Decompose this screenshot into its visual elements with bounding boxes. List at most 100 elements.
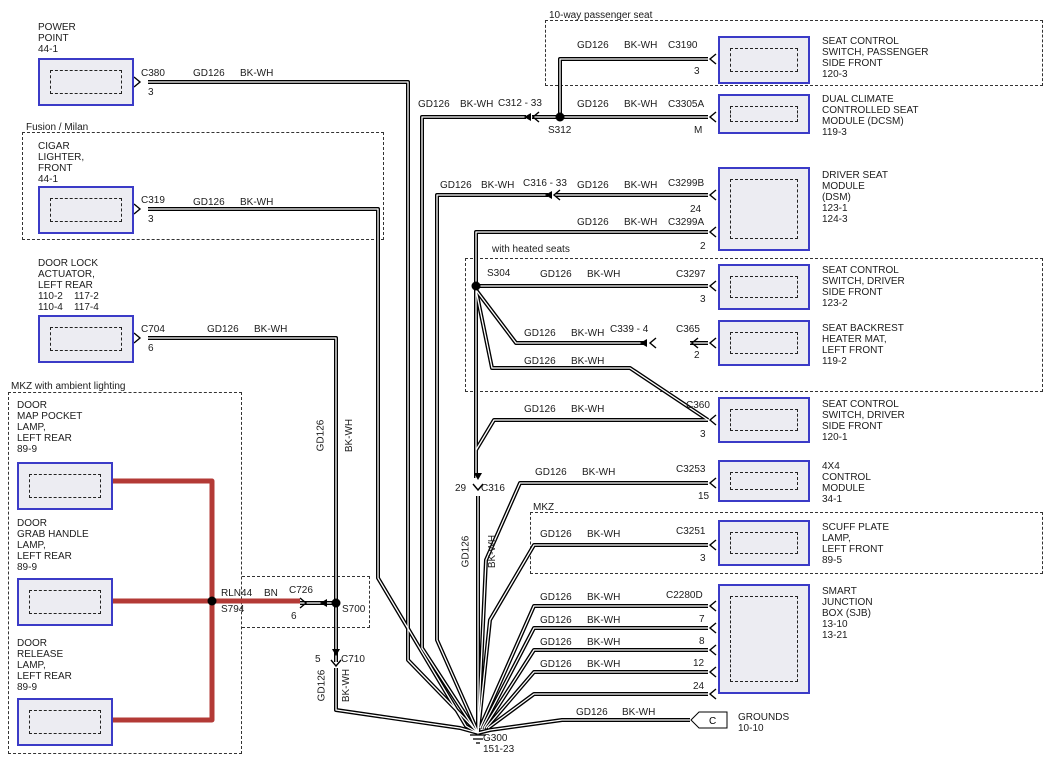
wire-color-label: BK-WH bbox=[624, 180, 658, 191]
power-point-box[interactable] bbox=[38, 58, 134, 106]
connector-c316-pin: 29 bbox=[455, 483, 467, 494]
connector-c704: C704 bbox=[141, 324, 165, 335]
connector-c316-33: C316 - 33 bbox=[523, 178, 567, 189]
wire-circuit-label: GD126 bbox=[577, 99, 609, 110]
dcsm-box[interactable] bbox=[718, 94, 810, 134]
connector-c365-pin: 2 bbox=[694, 350, 700, 361]
door-lock-actuator-box[interactable] bbox=[38, 315, 134, 363]
wire-color-label: BK-WH bbox=[571, 356, 605, 367]
wire-circuit-label: GD126 bbox=[577, 217, 609, 228]
chevron-c704 bbox=[133, 332, 142, 344]
control-4x4-box[interactable] bbox=[718, 460, 810, 502]
dsm-box[interactable] bbox=[718, 167, 810, 251]
wire-color-label: BK-WH bbox=[481, 180, 515, 191]
splice-s700: S700 bbox=[342, 604, 366, 615]
connector-c316: C316 bbox=[481, 483, 505, 494]
connector-c3305a: C3305A bbox=[668, 99, 705, 110]
door-map-pocket-lamp-label: DOOR MAP POCKET LAMP, LEFT REAR 89-9 bbox=[17, 400, 83, 455]
wire-circuit-label: GD126 bbox=[540, 659, 572, 670]
door-lock-actuator-label: DOOR LOCK ACTUATOR, LEFT REAR 110-2 117-… bbox=[38, 258, 99, 313]
wire-rln-circuit-label: RLN44 bbox=[221, 588, 253, 599]
connector-c319: C319 bbox=[141, 195, 165, 206]
wire-color-label: BK-WH bbox=[587, 269, 621, 280]
wire-circuit-label: GD126 bbox=[576, 707, 608, 718]
chevron-c726-left bbox=[299, 597, 308, 609]
chevron-c316 bbox=[472, 483, 484, 492]
splice-s312: S312 bbox=[548, 125, 572, 136]
seat-backrest-heater-label: SEAT BACKREST HEATER MAT, LEFT FRONT 119… bbox=[822, 323, 904, 367]
chevron-sjb-7 bbox=[708, 622, 717, 634]
dsm-label: DRIVER SEAT MODULE (DSM) 123-1 124-3 bbox=[822, 170, 888, 225]
wire-red-map-pocket bbox=[113, 478, 215, 603]
door-grab-handle-lamp-box[interactable] bbox=[17, 578, 113, 626]
seat-control-switch-driver-2-box[interactable] bbox=[718, 397, 810, 443]
ground-tag-c[interactable]: C bbox=[690, 711, 730, 729]
dcsm-label: DUAL CLIMATE CONTROLLED SEAT MODULE (DCS… bbox=[822, 94, 919, 138]
wire-circuit-label: GD126 bbox=[440, 180, 472, 191]
wire-sjb-d-core bbox=[479, 605, 708, 729]
wire-seat-switch-driver-2 bbox=[474, 418, 708, 452]
wire-seat-switch-driver-2-core bbox=[475, 419, 708, 451]
wire-dsm-2-core bbox=[475, 231, 708, 286]
seat-control-switch-driver-1-box[interactable] bbox=[718, 264, 810, 310]
door-release-lamp-box[interactable] bbox=[17, 698, 113, 746]
splice-s794: S794 bbox=[221, 604, 245, 615]
connector-c3253: C3253 bbox=[676, 464, 706, 475]
connector-c3251-pin: 3 bbox=[700, 553, 706, 564]
chevron-sjb-12 bbox=[708, 666, 717, 678]
region-mkz-ambient bbox=[8, 392, 242, 754]
wire-4x4-core bbox=[477, 482, 708, 734]
wire-circuit-label: GD126 bbox=[418, 99, 450, 110]
wire-color-label: BK-WH bbox=[622, 707, 656, 718]
chevron-c360 bbox=[708, 414, 717, 426]
arrow-c316-33 bbox=[545, 191, 552, 199]
wire-sjb-12-core bbox=[485, 671, 708, 729]
door-map-pocket-lamp-box[interactable] bbox=[17, 462, 113, 510]
wire-circuit-label: GD126 bbox=[193, 68, 225, 79]
sjb-pin-8: 8 bbox=[699, 636, 705, 647]
wire-color-label: BK-WH bbox=[582, 467, 616, 478]
door-grab-handle-lamp-label: DOOR GRAB HANDLE LAMP, LEFT REAR 89-9 bbox=[17, 518, 89, 573]
wire-rln-color-label: BN bbox=[264, 588, 278, 599]
wire-color-label: BK-WH bbox=[587, 659, 621, 670]
wire-circuit-label: GD126 bbox=[540, 637, 572, 648]
wire-circuit-label: GD126 bbox=[540, 529, 572, 540]
sjb-box[interactable] bbox=[718, 584, 810, 694]
connector-c3297-pin: 3 bbox=[700, 294, 706, 305]
scuff-plate-lamp-box[interactable] bbox=[718, 520, 810, 566]
wire-sjb-8-core bbox=[483, 649, 708, 729]
connector-c710-pin: 5 bbox=[315, 654, 321, 665]
connector-c3297: C3297 bbox=[676, 269, 706, 280]
connector-c3190-pin: 3 bbox=[694, 66, 700, 77]
ground-g300-ref: 151-23 bbox=[483, 744, 515, 755]
splice-s304-dot bbox=[471, 281, 481, 291]
cigar-lighter-box[interactable] bbox=[38, 186, 134, 234]
connector-c380: C380 bbox=[141, 68, 165, 79]
connector-c360-pin: 3 bbox=[700, 429, 706, 440]
wire-color-label: BK-WH bbox=[240, 197, 274, 208]
wire-backrest-heater-core bbox=[475, 289, 644, 344]
wire-circuit-label-vertical: GD126 bbox=[316, 669, 328, 702]
splice-s700-dot bbox=[331, 598, 341, 608]
region-mkz bbox=[530, 512, 1043, 574]
region-label-mkz: MKZ bbox=[533, 502, 555, 513]
seat-control-switch-passenger-box[interactable] bbox=[718, 36, 810, 84]
chevron-c319 bbox=[133, 203, 142, 215]
region-fusion-milan bbox=[22, 132, 384, 240]
seat-switch-passenger-label: SEAT CONTROL SWITCH, PASSENGER SIDE FRON… bbox=[822, 36, 929, 80]
wire-s312-ground-core bbox=[421, 116, 526, 734]
seat-backrest-heater-box[interactable] bbox=[718, 320, 810, 366]
splice-s312-dot bbox=[555, 112, 565, 122]
wire-color-label-vertical: BK-WH bbox=[341, 668, 353, 703]
wire-circuit-label: GD126 bbox=[540, 592, 572, 603]
sjb-label: SMART JUNCTION BOX (SJB) 13-10 13-21 bbox=[822, 586, 873, 641]
wire-s304-diag-core bbox=[475, 289, 709, 421]
wire-color-label: BK-WH bbox=[571, 404, 605, 415]
wire-circuit-label: GD126 bbox=[540, 269, 572, 280]
cigar-lighter-label: CIGAR LIGHTER, FRONT 44-1 bbox=[38, 141, 85, 185]
sjb-pin-7: 7 bbox=[699, 614, 705, 625]
wire-color-label: BK-WH bbox=[624, 40, 658, 51]
wire-circuit-label: GD126 bbox=[524, 356, 556, 367]
chevron-c3253 bbox=[708, 477, 717, 489]
